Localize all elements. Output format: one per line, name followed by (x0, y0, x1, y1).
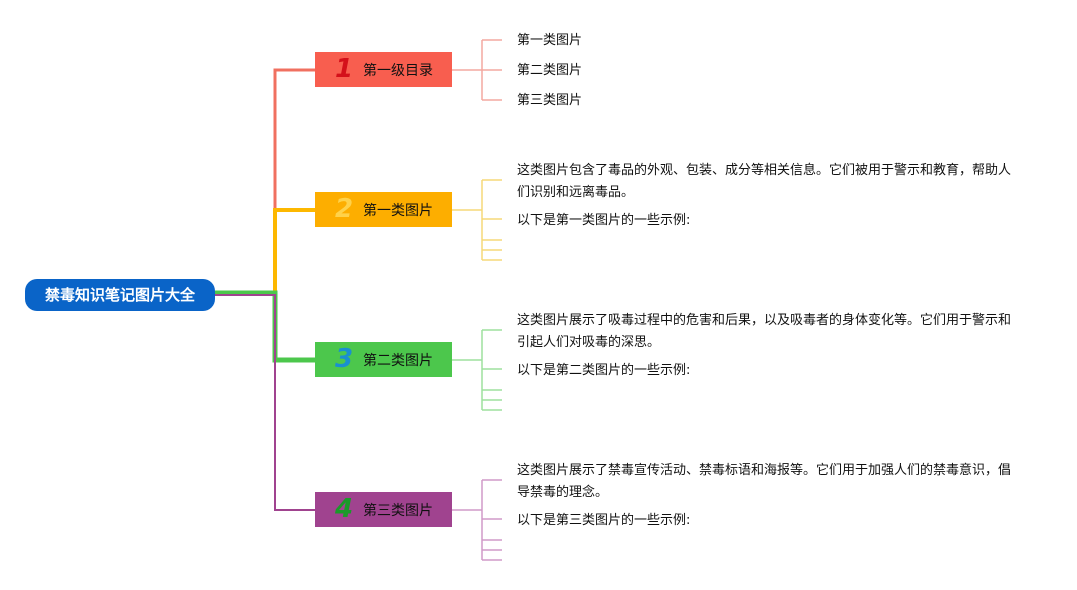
branch-label-2: 第一类图片 (363, 202, 433, 219)
branch-label-1: 第一级目录 (363, 62, 433, 79)
branch-node-3[interactable]: 3 第二类图片 (315, 342, 452, 377)
description-node-2[interactable]: 这类图片包含了毒品的外观、包装、成分等相关信息。它们被用于警示和教育，帮助人们识… (517, 163, 1012, 200)
root-node[interactable]: 禁毒知识笔记图片大全 (25, 279, 215, 311)
example-node-3[interactable]: 以下是第二类图片的一些示例: (517, 363, 691, 378)
leaf-node[interactable]: 第三类图片 (517, 93, 583, 108)
example-node-4[interactable]: 以下是第三类图片的一些示例: (517, 513, 691, 528)
description-node-3[interactable]: 这类图片展示了吸毒过程中的危害和后果，以及吸毒者的身体变化等。它们用于警示和引起… (517, 313, 1012, 350)
branch-label-3: 第二类图片 (363, 352, 433, 369)
leaf-node[interactable]: 第一类图片 (517, 33, 583, 48)
example-node-2[interactable]: 以下是第一类图片的一些示例: (517, 213, 691, 228)
number-icon-1: 1 (334, 54, 354, 84)
branch-node-2[interactable]: 2 第一类图片 (315, 192, 452, 227)
number-icon-2: 2 (334, 194, 354, 224)
number-icon-3: 3 (334, 344, 354, 374)
description-node-4[interactable]: 这类图片展示了禁毒宣传活动、禁毒标语和海报等。它们用于加强人们的禁毒意识，倡导禁… (517, 463, 1012, 500)
branch-node-1[interactable]: 1 第一级目录 (315, 52, 452, 87)
branch-node-4[interactable]: 4 第三类图片 (315, 492, 452, 527)
number-icon-4: 4 (334, 494, 354, 524)
leaf-node[interactable]: 第二类图片 (517, 63, 583, 78)
branch-label-4: 第三类图片 (363, 502, 433, 519)
